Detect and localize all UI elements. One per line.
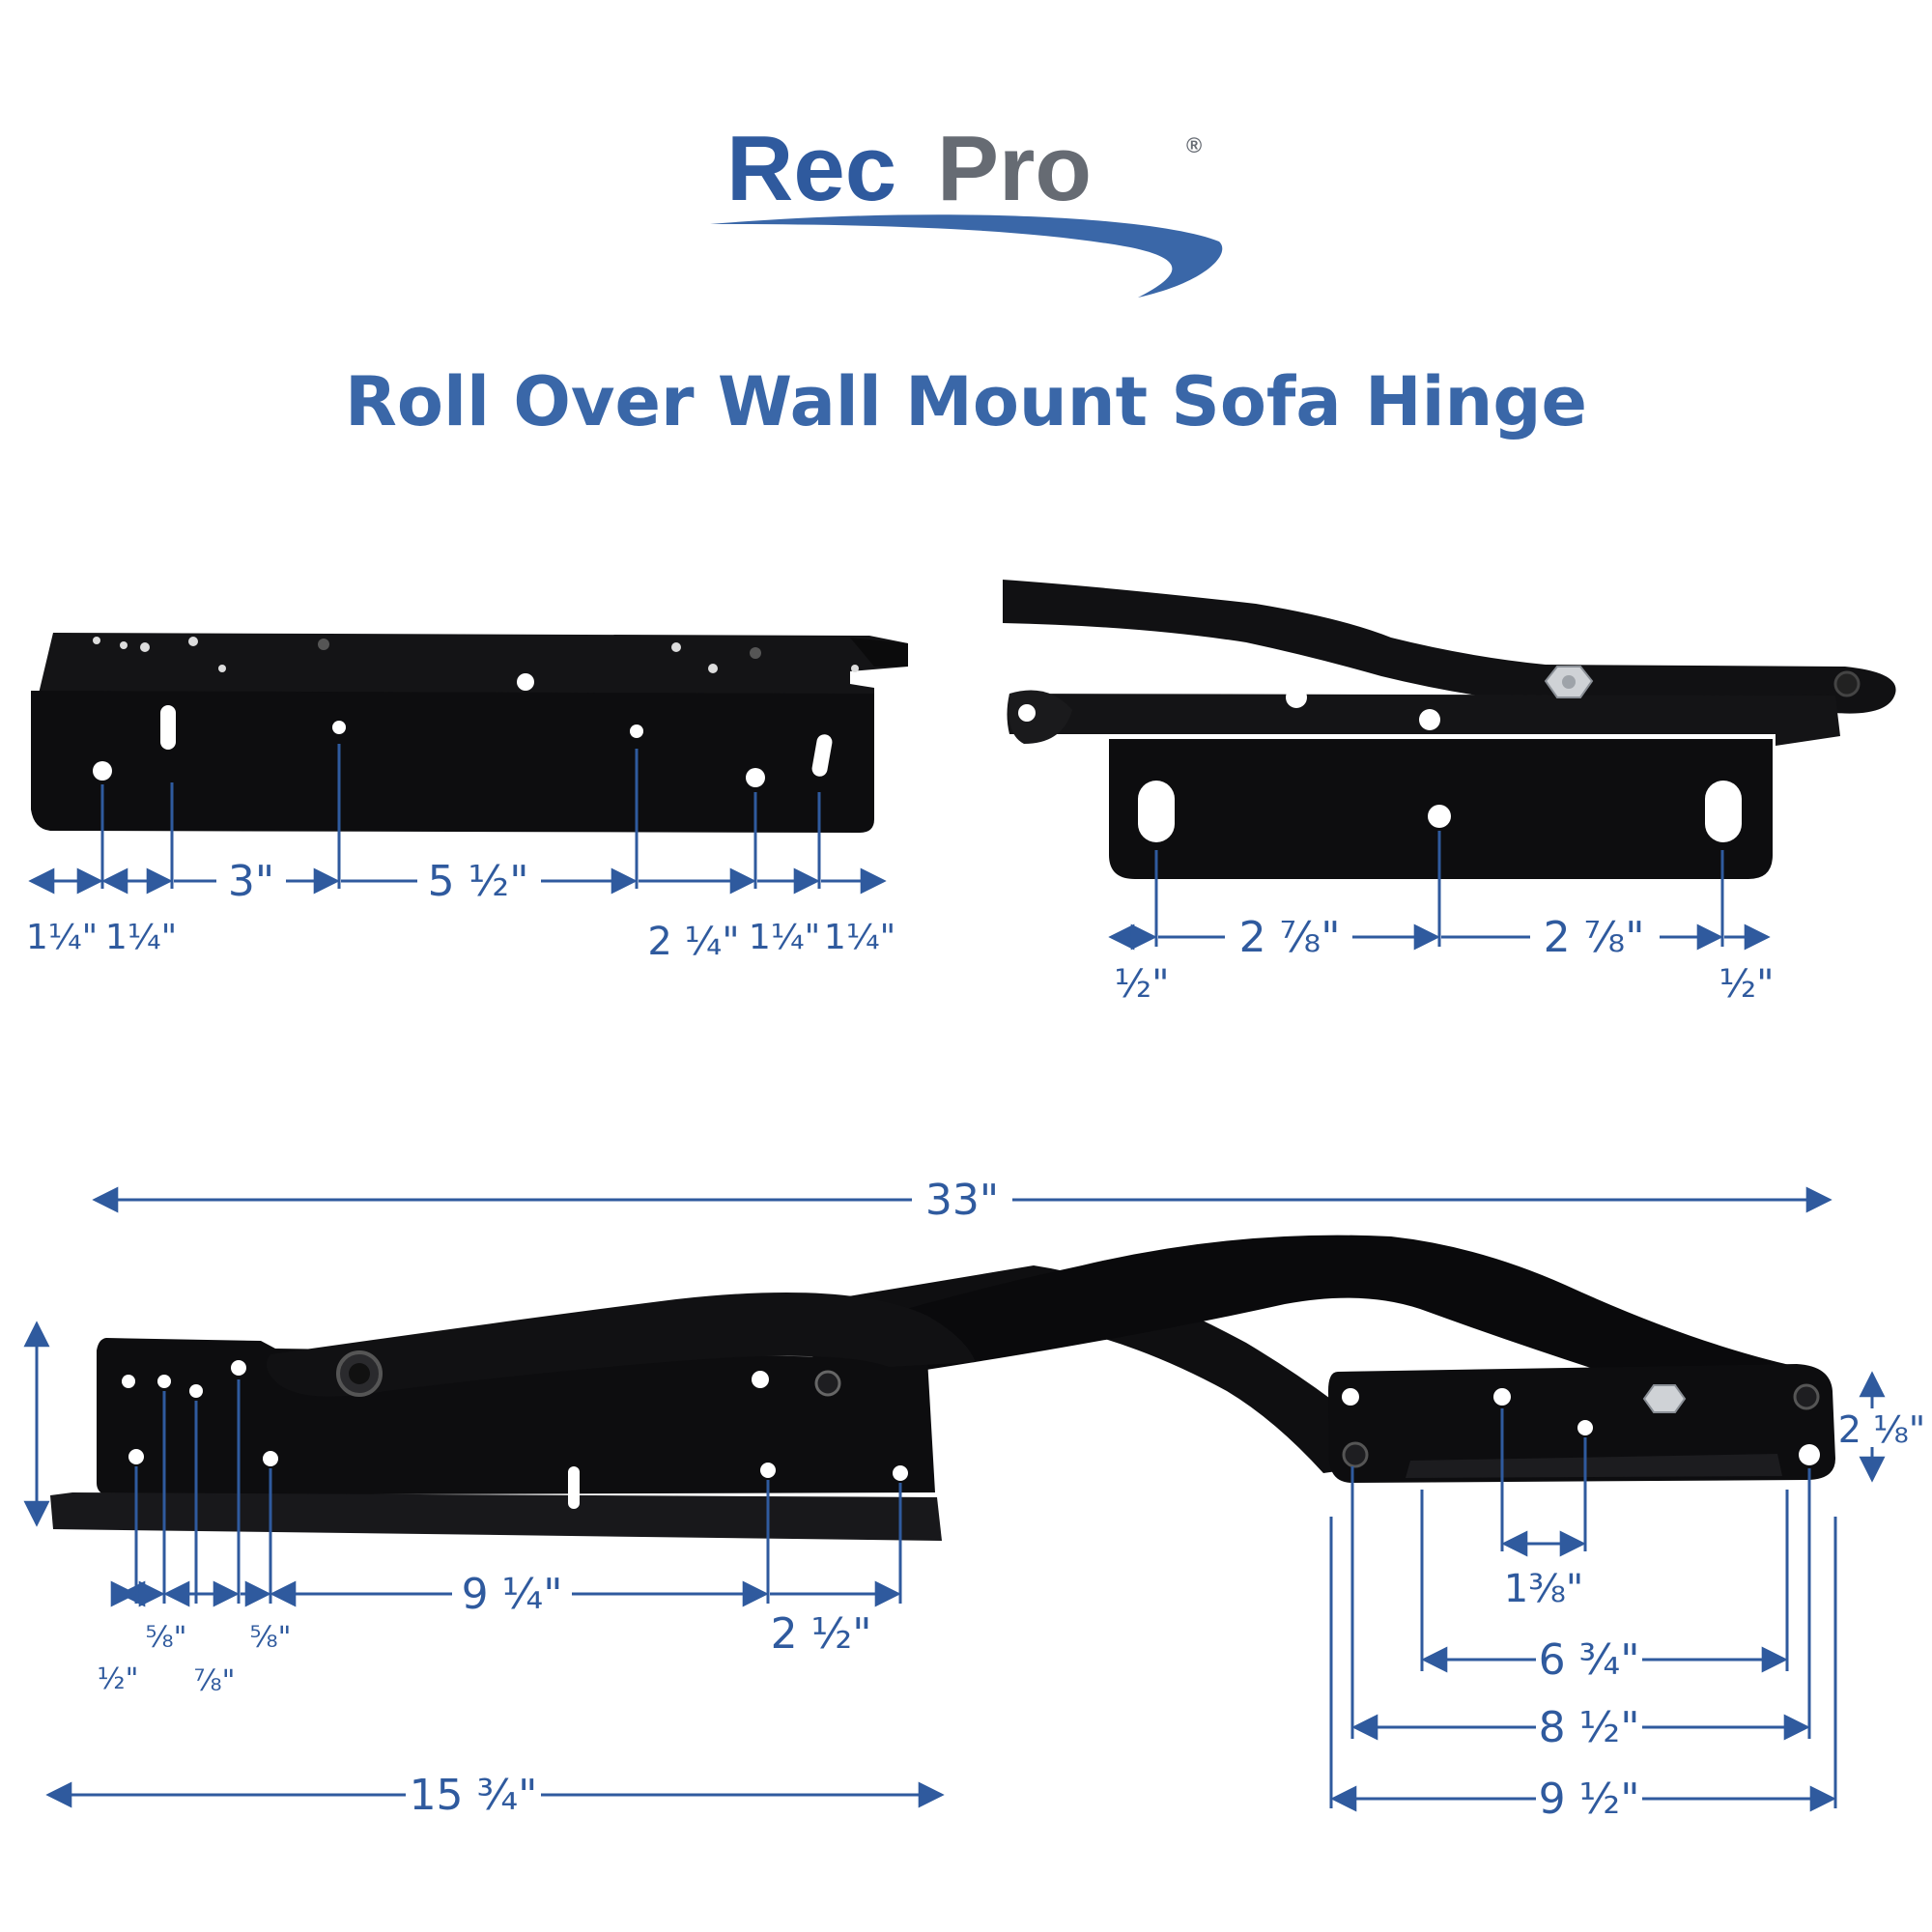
registered-mark: ® <box>1186 133 1202 157</box>
bottom-right-dim-2: 6 ¾" <box>1539 1635 1640 1685</box>
top-right-view: ½" 2 ⅞" 2 ⅞" ½" <box>1003 580 1896 1007</box>
bottom-left-dim-6: 2 ½" <box>771 1609 872 1659</box>
brand-name-part2: Pro <box>937 117 1092 220</box>
top-left-dimension-lines <box>28 744 887 895</box>
bottom-right-dim-1: 1⅜" <box>1504 1567 1584 1611</box>
bottom-hinge-photo <box>50 1235 1835 1541</box>
top-left-dim-7: 1¼" <box>824 918 895 957</box>
brand-logo: Rec Pro ® <box>710 117 1223 298</box>
top-left-dim-2: 1¼" <box>105 918 177 957</box>
bottom-left-dimension-lines <box>45 1379 945 1808</box>
bottom-left-dim-1: ½" <box>98 1662 139 1696</box>
top-right-dimension-lines <box>1108 831 1771 951</box>
top-right-dim-4: ½" <box>1719 962 1774 1007</box>
top-right-dim-1: ½" <box>1114 962 1169 1007</box>
bottom-left-total: 15 ¾" <box>410 1771 538 1820</box>
bottom-left-dim-2: ⅝" <box>146 1621 187 1655</box>
bottom-right-dimension-lines <box>1329 1408 1837 1812</box>
bottom-view: 33" 2 ⅛" ½" <box>23 1176 1926 1824</box>
bottom-overall-length: 33" <box>925 1176 999 1225</box>
brand-name-part1: Rec <box>726 117 896 220</box>
top-left-dim-5: 2 ¼" <box>647 920 739 964</box>
top-right-bracket-photo <box>1003 580 1896 879</box>
top-right-dim-3: 2 ⅞" <box>1544 913 1645 962</box>
top-left-view: 1¼" 1¼" 3" 5 ½" 2 ¼" 1¼" 1¼" <box>26 633 908 964</box>
top-left-dim-3: 3" <box>228 857 274 906</box>
top-right-dim-2: 2 ⅞" <box>1239 913 1341 962</box>
page-title: Roll Over Wall Mount Sofa Hinge <box>345 362 1587 441</box>
bottom-left-dim-5: 9 ¼" <box>462 1570 563 1619</box>
bottom-height: 2 ⅛" <box>1838 1408 1926 1451</box>
top-left-dim-6: 1¼" <box>749 918 820 957</box>
bottom-left-dim-3: ⅞" <box>194 1664 236 1698</box>
bottom-left-dim-4: ⅝" <box>250 1621 292 1655</box>
top-left-dim-4: 5 ½" <box>428 857 529 906</box>
logo-swoosh-icon <box>710 214 1223 298</box>
top-left-bracket-photo <box>31 633 908 833</box>
top-left-dim-1: 1¼" <box>26 918 98 957</box>
bottom-right-dim-4: 9 ½" <box>1539 1775 1640 1824</box>
bottom-right-dim-3: 8 ½" <box>1539 1703 1640 1752</box>
